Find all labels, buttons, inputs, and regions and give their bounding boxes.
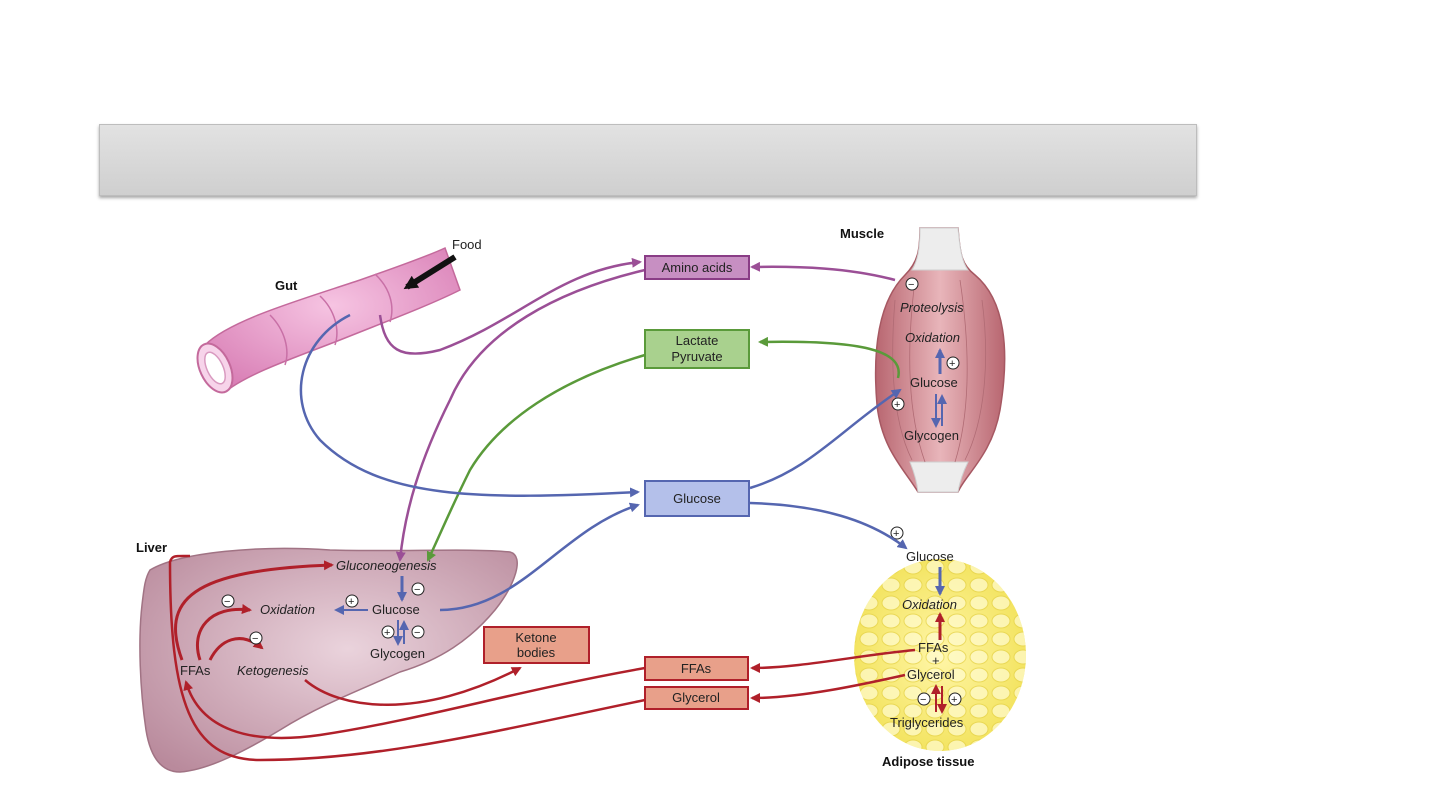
adipose-triglycerides: Triglycerides <box>890 715 964 730</box>
svg-text:+: + <box>348 596 354 608</box>
gut-label: Gut <box>275 278 298 293</box>
liver-glycogen: Glycogen <box>370 646 425 661</box>
svg-text:+: + <box>894 399 900 411</box>
adipose-minus-sign: − <box>917 692 931 706</box>
svg-text:−: − <box>414 584 420 596</box>
muscle-oxidation: Oxidation <box>905 330 960 345</box>
adipose-plus-sign-uptake: + <box>890 526 904 540</box>
svg-text:Glycerol: Glycerol <box>672 690 720 705</box>
liver-minus-sign-gluconeogenesis: − <box>411 582 425 596</box>
svg-text:+: + <box>949 358 955 370</box>
liver-minus-sign-oxidation: − <box>221 594 235 608</box>
adipose-plus: + <box>932 653 940 668</box>
liver-to-glucose-arrow <box>439 502 640 612</box>
lactate-pyruvate-box: Lactate Pyruvate <box>644 329 750 369</box>
muscle-proteolysis: Proteolysis <box>900 300 964 315</box>
adipose-oxidation: Oxidation <box>902 597 957 612</box>
liver-plus-sign-oxidation: + <box>345 594 359 608</box>
glycerol-box: Glycerol <box>644 686 749 710</box>
liver-illustration <box>139 547 518 773</box>
gut-to-amino-acids-arrow <box>378 257 642 355</box>
svg-text:−: − <box>414 627 420 639</box>
liver-oxidation: Oxidation <box>260 602 315 617</box>
svg-text:−: − <box>224 596 230 608</box>
ffa-to-oxidation-arrow <box>195 604 252 661</box>
muscle-plus-sign-oxidation: + <box>946 356 960 370</box>
svg-text:−: − <box>920 694 926 706</box>
adipose-label: Adipose tissue <box>882 754 974 769</box>
amino-acids-to-liver-arrow <box>395 268 646 562</box>
svg-text:Ketone: Ketone <box>515 630 556 645</box>
adipose-glycerol: Glycerol <box>907 667 955 682</box>
liver-ffas: FFAs <box>180 663 211 678</box>
liver-label: Liver <box>136 540 167 555</box>
liver-gluconeogenesis: Gluconeogenesis <box>336 558 437 573</box>
liver-minus-sign-glycogen: − <box>411 625 425 639</box>
muscle-glucose: Glucose <box>910 375 958 390</box>
lactate-to-liver-arrow <box>426 353 646 562</box>
svg-text:−: − <box>908 279 914 291</box>
svg-text:FFAs: FFAs <box>681 661 712 676</box>
adipose-glucose: Glucose <box>906 549 954 564</box>
liver-plus-sign-glycogen: + <box>381 625 395 639</box>
svg-text:Lactate: Lactate <box>676 333 719 348</box>
glucose-to-muscle-arrow <box>749 388 902 490</box>
muscle-glycogen: Glycogen <box>904 428 959 443</box>
svg-text:bodies: bodies <box>517 645 556 660</box>
title-bar <box>99 124 1197 196</box>
adipose-illustration <box>854 559 1026 751</box>
svg-text:+: + <box>951 694 957 706</box>
glycerol-to-liver-arrow <box>168 554 646 762</box>
liver-ketogenesis: Ketogenesis <box>237 663 309 678</box>
ketogenesis-to-ketone-bodies-arrow <box>304 666 522 706</box>
muscle-minus-sign: − <box>905 277 919 291</box>
svg-text:Pyruvate: Pyruvate <box>671 349 722 364</box>
ffa-to-gluconeogenesis-arrow <box>174 560 334 661</box>
muscle-to-amino-acids-arrow <box>750 261 896 282</box>
muscle-label: Muscle <box>840 226 884 241</box>
adipose-to-glycerol-arrow <box>750 673 906 703</box>
gut-illustration <box>196 246 461 394</box>
adipose-to-ffas-arrow <box>750 648 916 673</box>
svg-text:+: + <box>384 627 390 639</box>
liver-glucose: Glucose <box>372 602 420 617</box>
adipose-ffas: FFAs <box>918 640 949 655</box>
svg-text:+: + <box>893 528 899 540</box>
svg-text:Amino acids: Amino acids <box>662 260 733 275</box>
food-label: Food <box>452 237 482 252</box>
liver-minus-sign-ketogenesis: − <box>249 631 263 645</box>
gut-to-glucose-arrow <box>299 313 640 498</box>
ketone-bodies-box: Ketone bodies <box>483 626 590 664</box>
glucose-to-adipose-arrow <box>749 501 908 550</box>
muscle-to-lactate-arrow <box>758 336 900 379</box>
ffas-box: FFAs <box>644 656 749 681</box>
adipose-plus-sign: + <box>948 692 962 706</box>
svg-text:Glucose: Glucose <box>673 491 721 506</box>
glucose-box: Glucose <box>644 480 750 517</box>
food-arrow <box>403 254 457 290</box>
amino-acids-box: Amino acids <box>644 255 750 280</box>
svg-text:−: − <box>252 633 258 645</box>
ffas-to-liver-arrow <box>183 666 646 740</box>
